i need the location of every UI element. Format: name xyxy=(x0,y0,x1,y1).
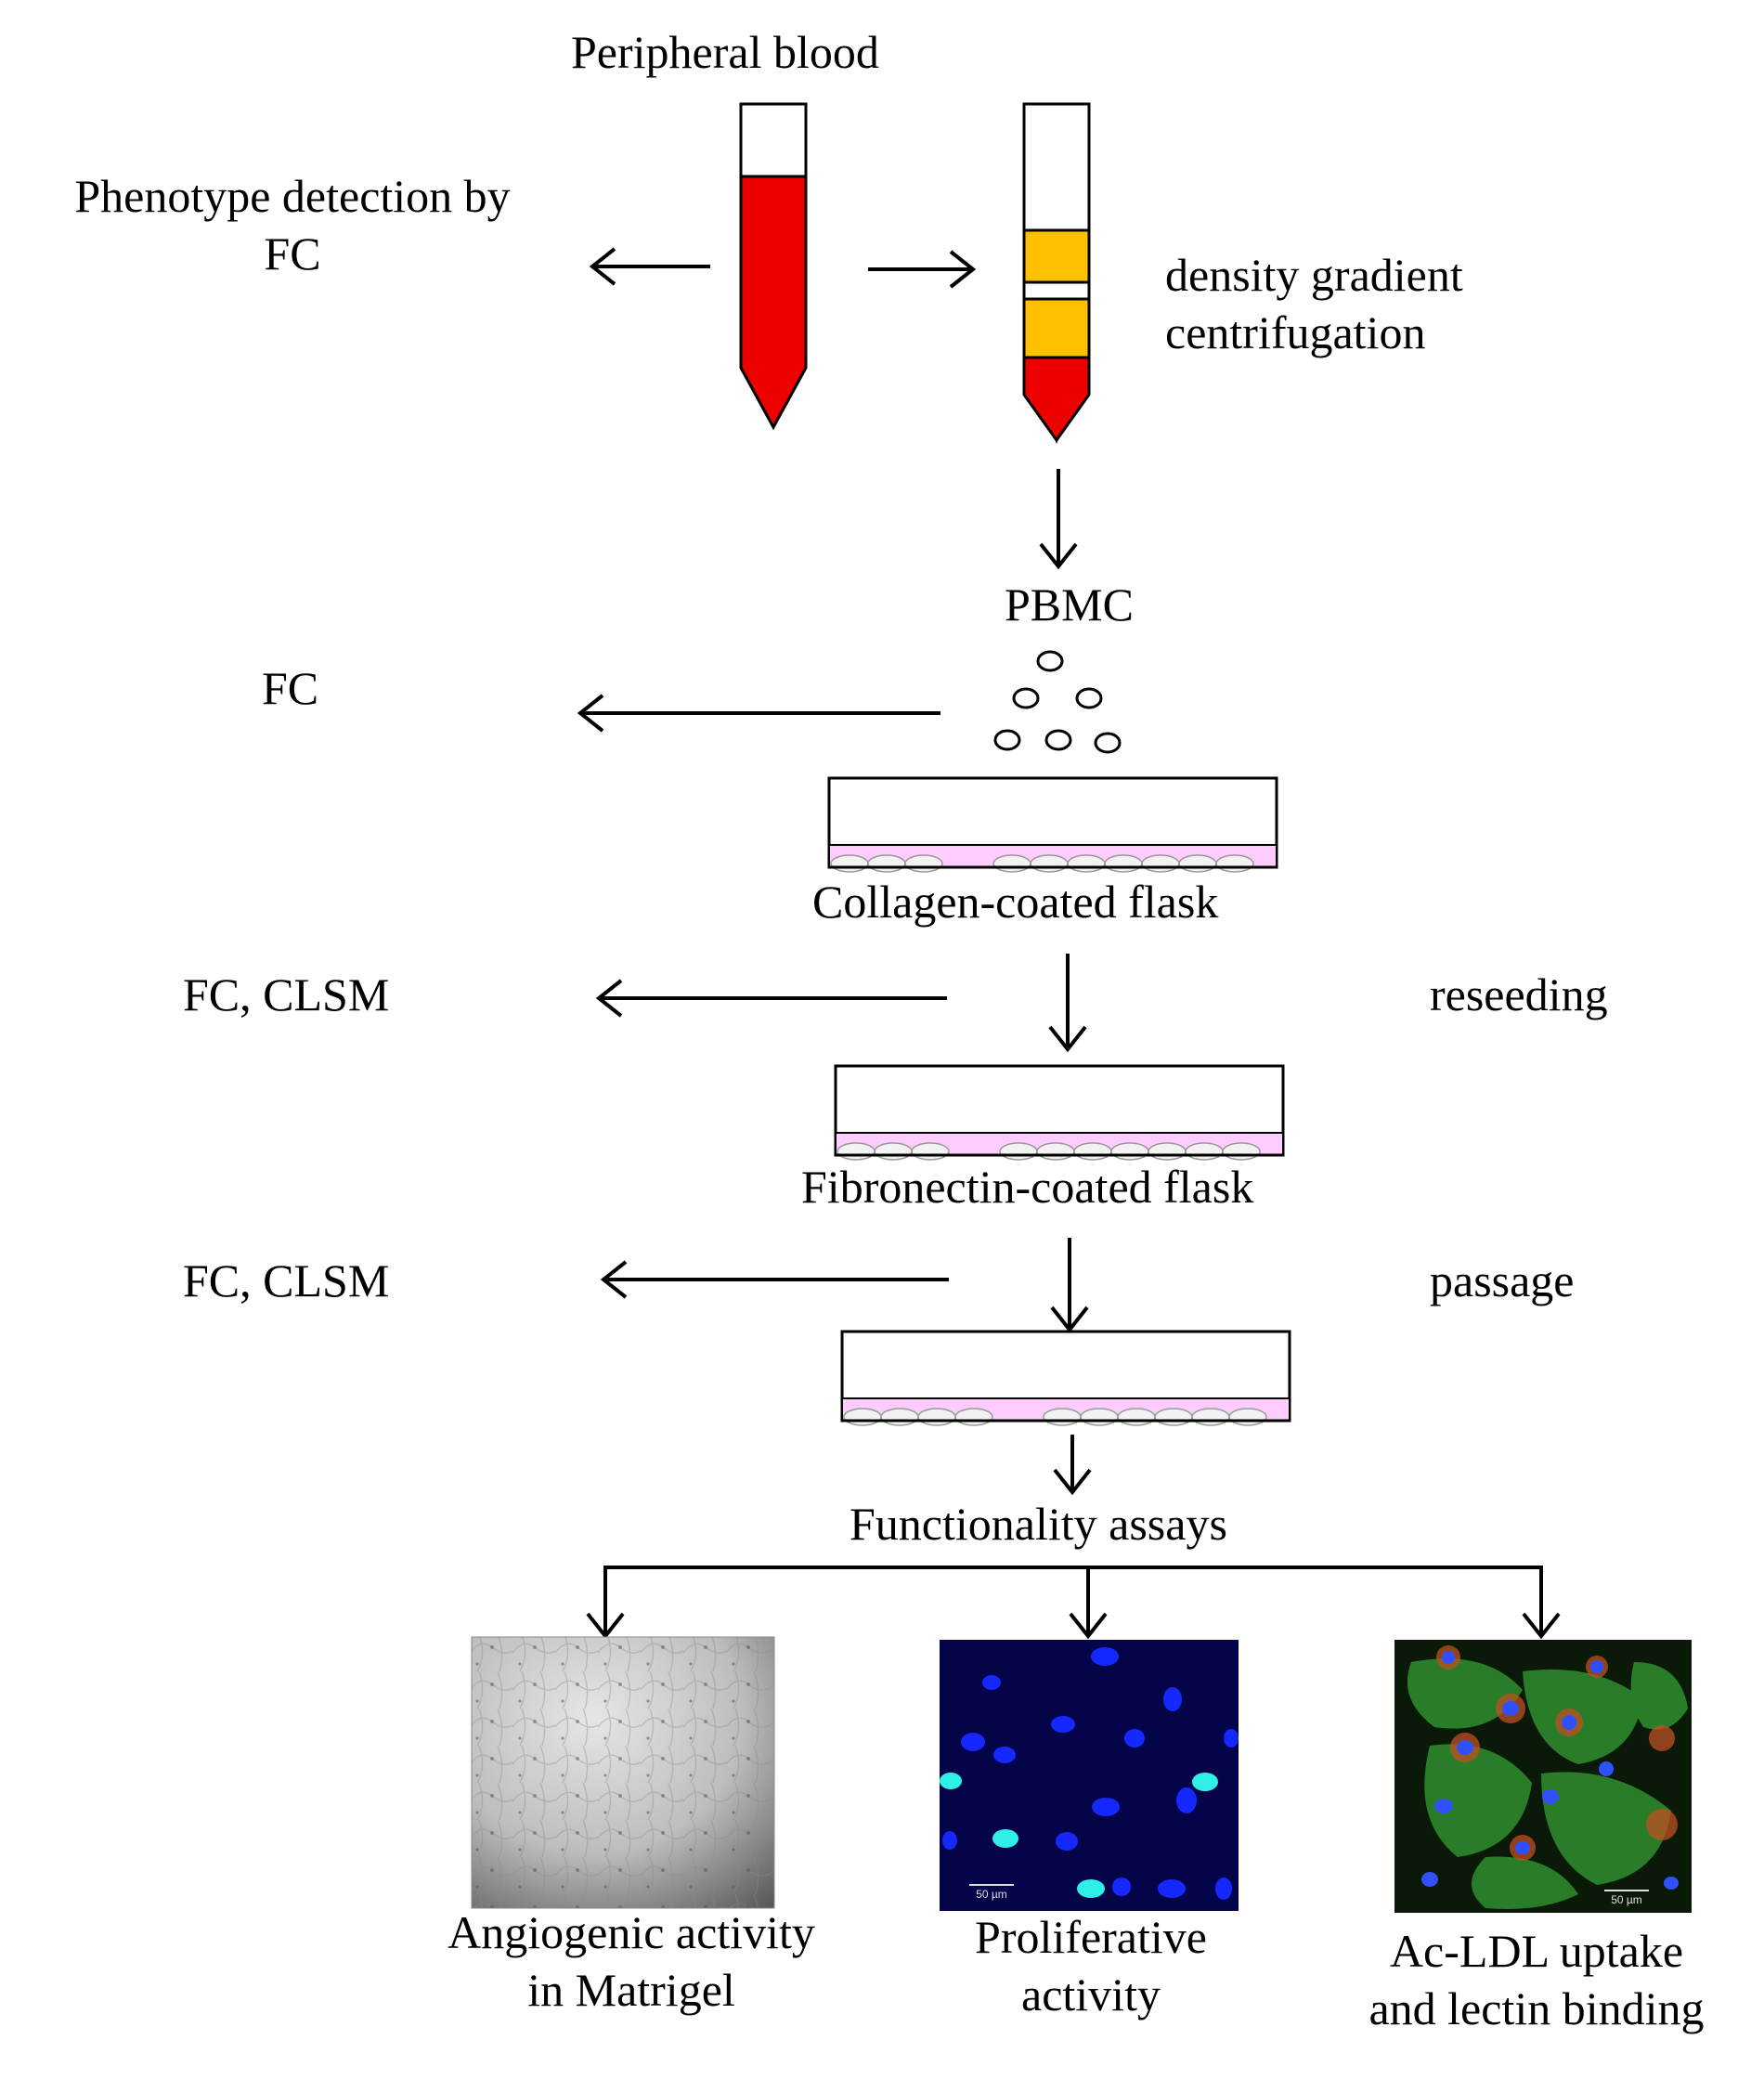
label-reseeding: reseeding xyxy=(1430,968,1608,1020)
label-pbmc: PBMC xyxy=(1005,578,1134,630)
label-passage: passage xyxy=(1430,1254,1575,1306)
arrow-to-gradient xyxy=(868,250,977,289)
label-proliferative-line2: activity xyxy=(1021,1969,1161,2021)
label-functionality-assays: Functionality assays xyxy=(850,1498,1227,1550)
label-fc-clsm-1: FC, CLSM xyxy=(183,968,390,1020)
arrow-passage xyxy=(1050,1238,1089,1333)
label-acldl-line2: and lectin binding xyxy=(1368,1982,1705,2034)
label-angiogenic-line1: Angiogenic activity xyxy=(447,1906,815,1958)
label-assay-angiogenic: Angiogenic activity in Matrigel xyxy=(399,1904,863,2019)
assay-branch-connector xyxy=(586,1566,1561,1640)
passage-flask xyxy=(840,1330,1291,1426)
label-phenotype-detection: Phenotype detection by FC xyxy=(19,167,566,282)
arrow-to-functionality xyxy=(1053,1435,1092,1496)
label-density-gradient: density gradient centrifugation xyxy=(1165,246,1463,361)
label-peripheral-blood: Peripheral blood xyxy=(571,26,879,78)
label-fc-clsm-2: FC, CLSM xyxy=(183,1254,390,1306)
fibronectin-flask xyxy=(834,1064,1285,1161)
collagen-flask xyxy=(827,776,1278,873)
label-assay-acldl: Ac-LDL uptake and lectin binding xyxy=(1295,1922,1764,2037)
blood-tube xyxy=(739,102,808,431)
label-acldl-line1: Ac-LDL uptake xyxy=(1389,1925,1684,1977)
label-collagen-flask: Collagen-coated flask xyxy=(812,876,1219,928)
arrow-reseeding xyxy=(1048,954,1087,1053)
gradient-tube xyxy=(1022,102,1091,445)
matrigel-image xyxy=(471,1636,775,1909)
label-phenotype-line2: FC xyxy=(264,227,321,279)
acldl-scale-bar: 50 µm xyxy=(1611,1893,1642,1906)
label-fc: FC xyxy=(262,662,319,714)
arrow-to-fc-clsm-1 xyxy=(595,979,947,1018)
proliferation-scale-bar: 50 µm xyxy=(976,1888,1007,1901)
arrow-to-pbmc xyxy=(1039,469,1078,570)
label-assay-proliferative: Proliferative activity xyxy=(859,1908,1323,2023)
proliferation-image: 50 µm xyxy=(940,1640,1239,1911)
arrow-to-phenotype xyxy=(589,247,710,286)
label-fibronectin-flask: Fibronectin-coated flask xyxy=(801,1161,1254,1213)
label-proliferative-line1: Proliferative xyxy=(975,1911,1207,1963)
arrow-to-fc xyxy=(577,694,940,733)
label-phenotype-line1: Phenotype detection by xyxy=(74,170,511,222)
arrow-to-fc-clsm-2 xyxy=(600,1260,949,1299)
label-density-line1: density gradient xyxy=(1165,249,1463,301)
pbmc-cells xyxy=(993,650,1122,754)
label-angiogenic-line2: in Matrigel xyxy=(527,1964,735,2016)
label-density-line2: centrifugation xyxy=(1165,306,1426,358)
acldl-image: 50 µm xyxy=(1394,1640,1692,1913)
